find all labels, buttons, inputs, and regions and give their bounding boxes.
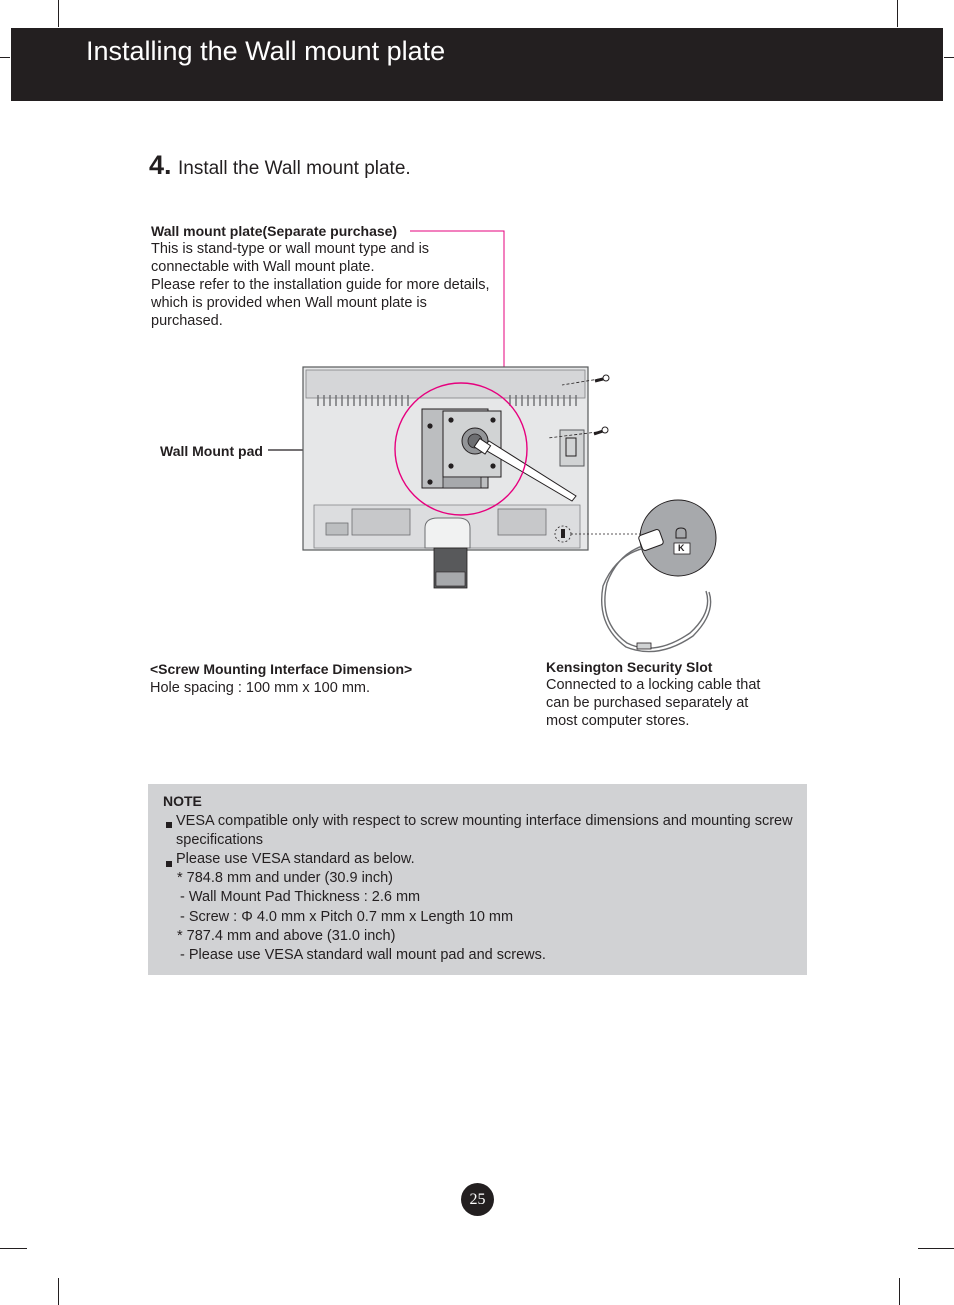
note-bullet-line: specifications: [176, 832, 264, 848]
screw-icon: [547, 426, 609, 439]
note-bullet-line: VESA compatible only with respect to scr…: [176, 813, 793, 829]
vent-slots: [317, 395, 577, 406]
step-text: Install the Wall mount plate.: [177, 158, 411, 179]
description-line: purchased.: [151, 313, 223, 329]
bullet-icon: [166, 822, 172, 828]
crop-mark: [899, 1278, 900, 1305]
crop-mark: [897, 0, 898, 27]
page-title: Installing the Wall mount plate: [86, 36, 446, 66]
description-line: which is provided when Wall mount plate …: [151, 295, 427, 311]
monitor-back-illustration: K: [268, 230, 717, 653]
note-spec-line: - Screw : Φ 4.0 mm x Pitch 0.7 mm x Leng…: [180, 909, 514, 925]
lock-letter: K: [678, 543, 685, 553]
port-cover-left: [351, 508, 411, 536]
crop-mark: [58, 1278, 59, 1305]
crop-mark: [944, 57, 954, 58]
note-box: NOTE VESA compatible only with respect t…: [148, 784, 807, 975]
power-port: [325, 522, 349, 536]
stand-neck-opening: [424, 517, 471, 549]
security-cable: [601, 542, 712, 653]
description-line: most computer stores.: [546, 713, 690, 729]
screw-icon: [561, 374, 610, 386]
note-spec-line: * 784.8 mm and under (30.9 inch): [177, 870, 394, 886]
pad-highlight-circle: [394, 382, 528, 516]
port-cover-right: [497, 508, 547, 536]
description-line: Connected to a locking cable that: [546, 677, 761, 693]
description-line: connectable with Wall mount plate.: [151, 259, 375, 275]
description-line: This is stand-type or wall mount type an…: [151, 241, 430, 257]
description-line: can be purchased separately at: [546, 695, 749, 711]
note-spec-line: - Wall Mount Pad Thickness : 2.6 mm: [180, 889, 421, 905]
screw-interface-title: <Screw Mounting Interface Dimension>: [150, 661, 413, 677]
kensington-description: Connected to a locking cable that can be…: [546, 676, 760, 730]
description-line: Please refer to the installation guide f…: [151, 277, 490, 293]
wall-mount-pad-label: Wall Mount pad: [160, 443, 263, 459]
header-bar: [11, 28, 943, 101]
page-number: 25: [461, 1183, 494, 1216]
crop-mark: [0, 1248, 27, 1249]
plate-callout-line: [410, 230, 505, 400]
note-title: NOTE: [163, 793, 202, 809]
kensington-title: Kensington Security Slot: [546, 659, 713, 675]
wall-mount-plate-title: Wall mount plate(Separate purchase): [151, 223, 398, 239]
note-spec-line: - Please use VESA standard wall mount pa…: [180, 947, 546, 963]
screw-interface-text: Hole spacing : 100 mm x 100 mm.: [150, 680, 371, 696]
crop-mark: [918, 1248, 954, 1249]
note-spec-line: * 787.4 mm and above (31.0 inch): [177, 928, 396, 944]
note-bullet-line: Please use VESA standard as below.: [176, 851, 415, 867]
step-heading: 4. Install the Wall mount plate.: [149, 150, 411, 181]
step-number: 4.: [149, 150, 172, 180]
crop-mark: [58, 0, 59, 27]
crop-mark: [0, 57, 10, 58]
monitor-top-band: [305, 369, 586, 399]
side-bracket: [559, 429, 585, 467]
bullet-icon: [166, 861, 172, 867]
wall-mount-plate-description: This is stand-type or wall mount type an…: [151, 240, 490, 330]
